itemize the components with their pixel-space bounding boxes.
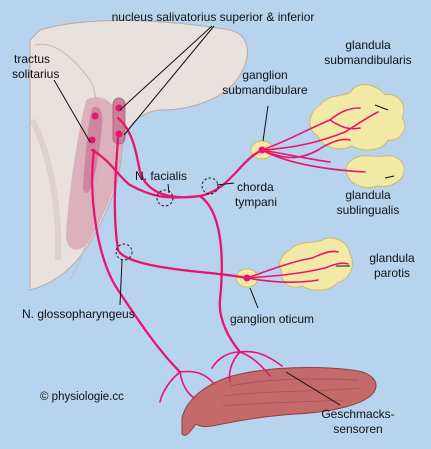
label-tractus-line1: tractus bbox=[14, 52, 50, 66]
cut-marker-facialis bbox=[156, 189, 174, 207]
label-pointers bbox=[53, 25, 395, 406]
label-glandula-parotis-line1: glandula bbox=[369, 251, 415, 265]
label-n-glossopharyngeus: N. glossopharyngeus bbox=[22, 307, 135, 321]
label-n-facialis: N. facialis bbox=[135, 169, 187, 183]
label-chorda-line2: tympani bbox=[235, 195, 277, 209]
label-glandula-submandibularis-line2: submandibularis bbox=[324, 53, 411, 67]
label-ganglion-oticum: ganglion oticum bbox=[230, 312, 314, 326]
label-ganglion-submandibulare-line1: ganglion bbox=[242, 68, 287, 82]
copyright-text: © physiologie.cc bbox=[40, 391, 124, 403]
cut-marker-glosso bbox=[115, 243, 133, 261]
label-glandula-submandibularis-line1: glandula bbox=[345, 38, 391, 52]
label-geschmacks-line1: Geschmacks- bbox=[321, 407, 394, 421]
label-chorda-line1: chorda bbox=[237, 180, 274, 194]
brainstem bbox=[29, 20, 248, 291]
label-glandula-sublingualis-line1: glandula bbox=[345, 188, 391, 202]
label-glandula-sublingualis-line2: sublingualis bbox=[337, 203, 400, 217]
cut-marker-chorda bbox=[201, 177, 219, 195]
glandula-sublingualis bbox=[345, 155, 405, 189]
label-nucleus-salivatorius: nucleus salivatorius superior & inferior bbox=[112, 10, 315, 24]
label-geschmacks-line2: sensoren bbox=[333, 422, 382, 436]
glandula-submandibularis bbox=[309, 84, 406, 151]
label-ganglion-submandibulare-line2: submandibulare bbox=[222, 83, 308, 97]
label-glandula-parotis-line2: parotis bbox=[374, 266, 410, 280]
label-tractus-line2: solitarius bbox=[12, 67, 59, 81]
